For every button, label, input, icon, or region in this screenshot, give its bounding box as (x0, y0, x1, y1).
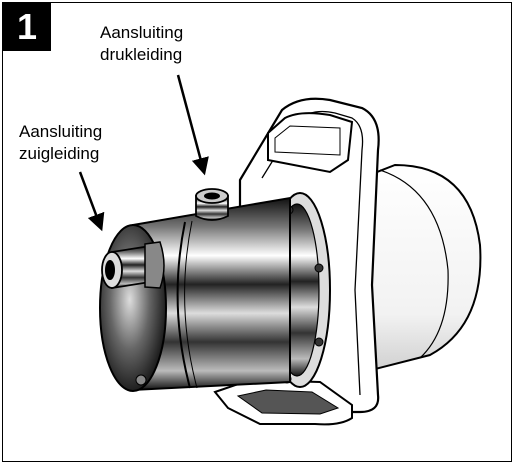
suction-port (101, 241, 165, 290)
callout-arrows (78, 74, 209, 232)
base-foot (213, 378, 353, 426)
pump-housing (99, 196, 291, 392)
drain-plug (135, 374, 147, 386)
suction-label-line1: Aansluiting (19, 122, 103, 141)
discharge-port (195, 188, 229, 221)
flange-bolt-3 (314, 337, 324, 347)
suction-arrow (78, 171, 105, 232)
discharge-label-line1: Aansluiting (100, 23, 184, 42)
suction-label-line2: zuigleiding (19, 144, 100, 163)
flange-bolt-2 (314, 263, 324, 273)
discharge-arrow (176, 74, 209, 176)
discharge-connection-label: Aansluiting drukleiding (100, 22, 183, 66)
discharge-label-line2: drukleiding (100, 45, 183, 64)
figure-number-badge: 1 (3, 3, 51, 51)
suction-connection-label: Aansluiting zuigleiding (19, 121, 102, 165)
housing-clamp-band (176, 221, 191, 389)
figure-frame (2, 2, 512, 462)
